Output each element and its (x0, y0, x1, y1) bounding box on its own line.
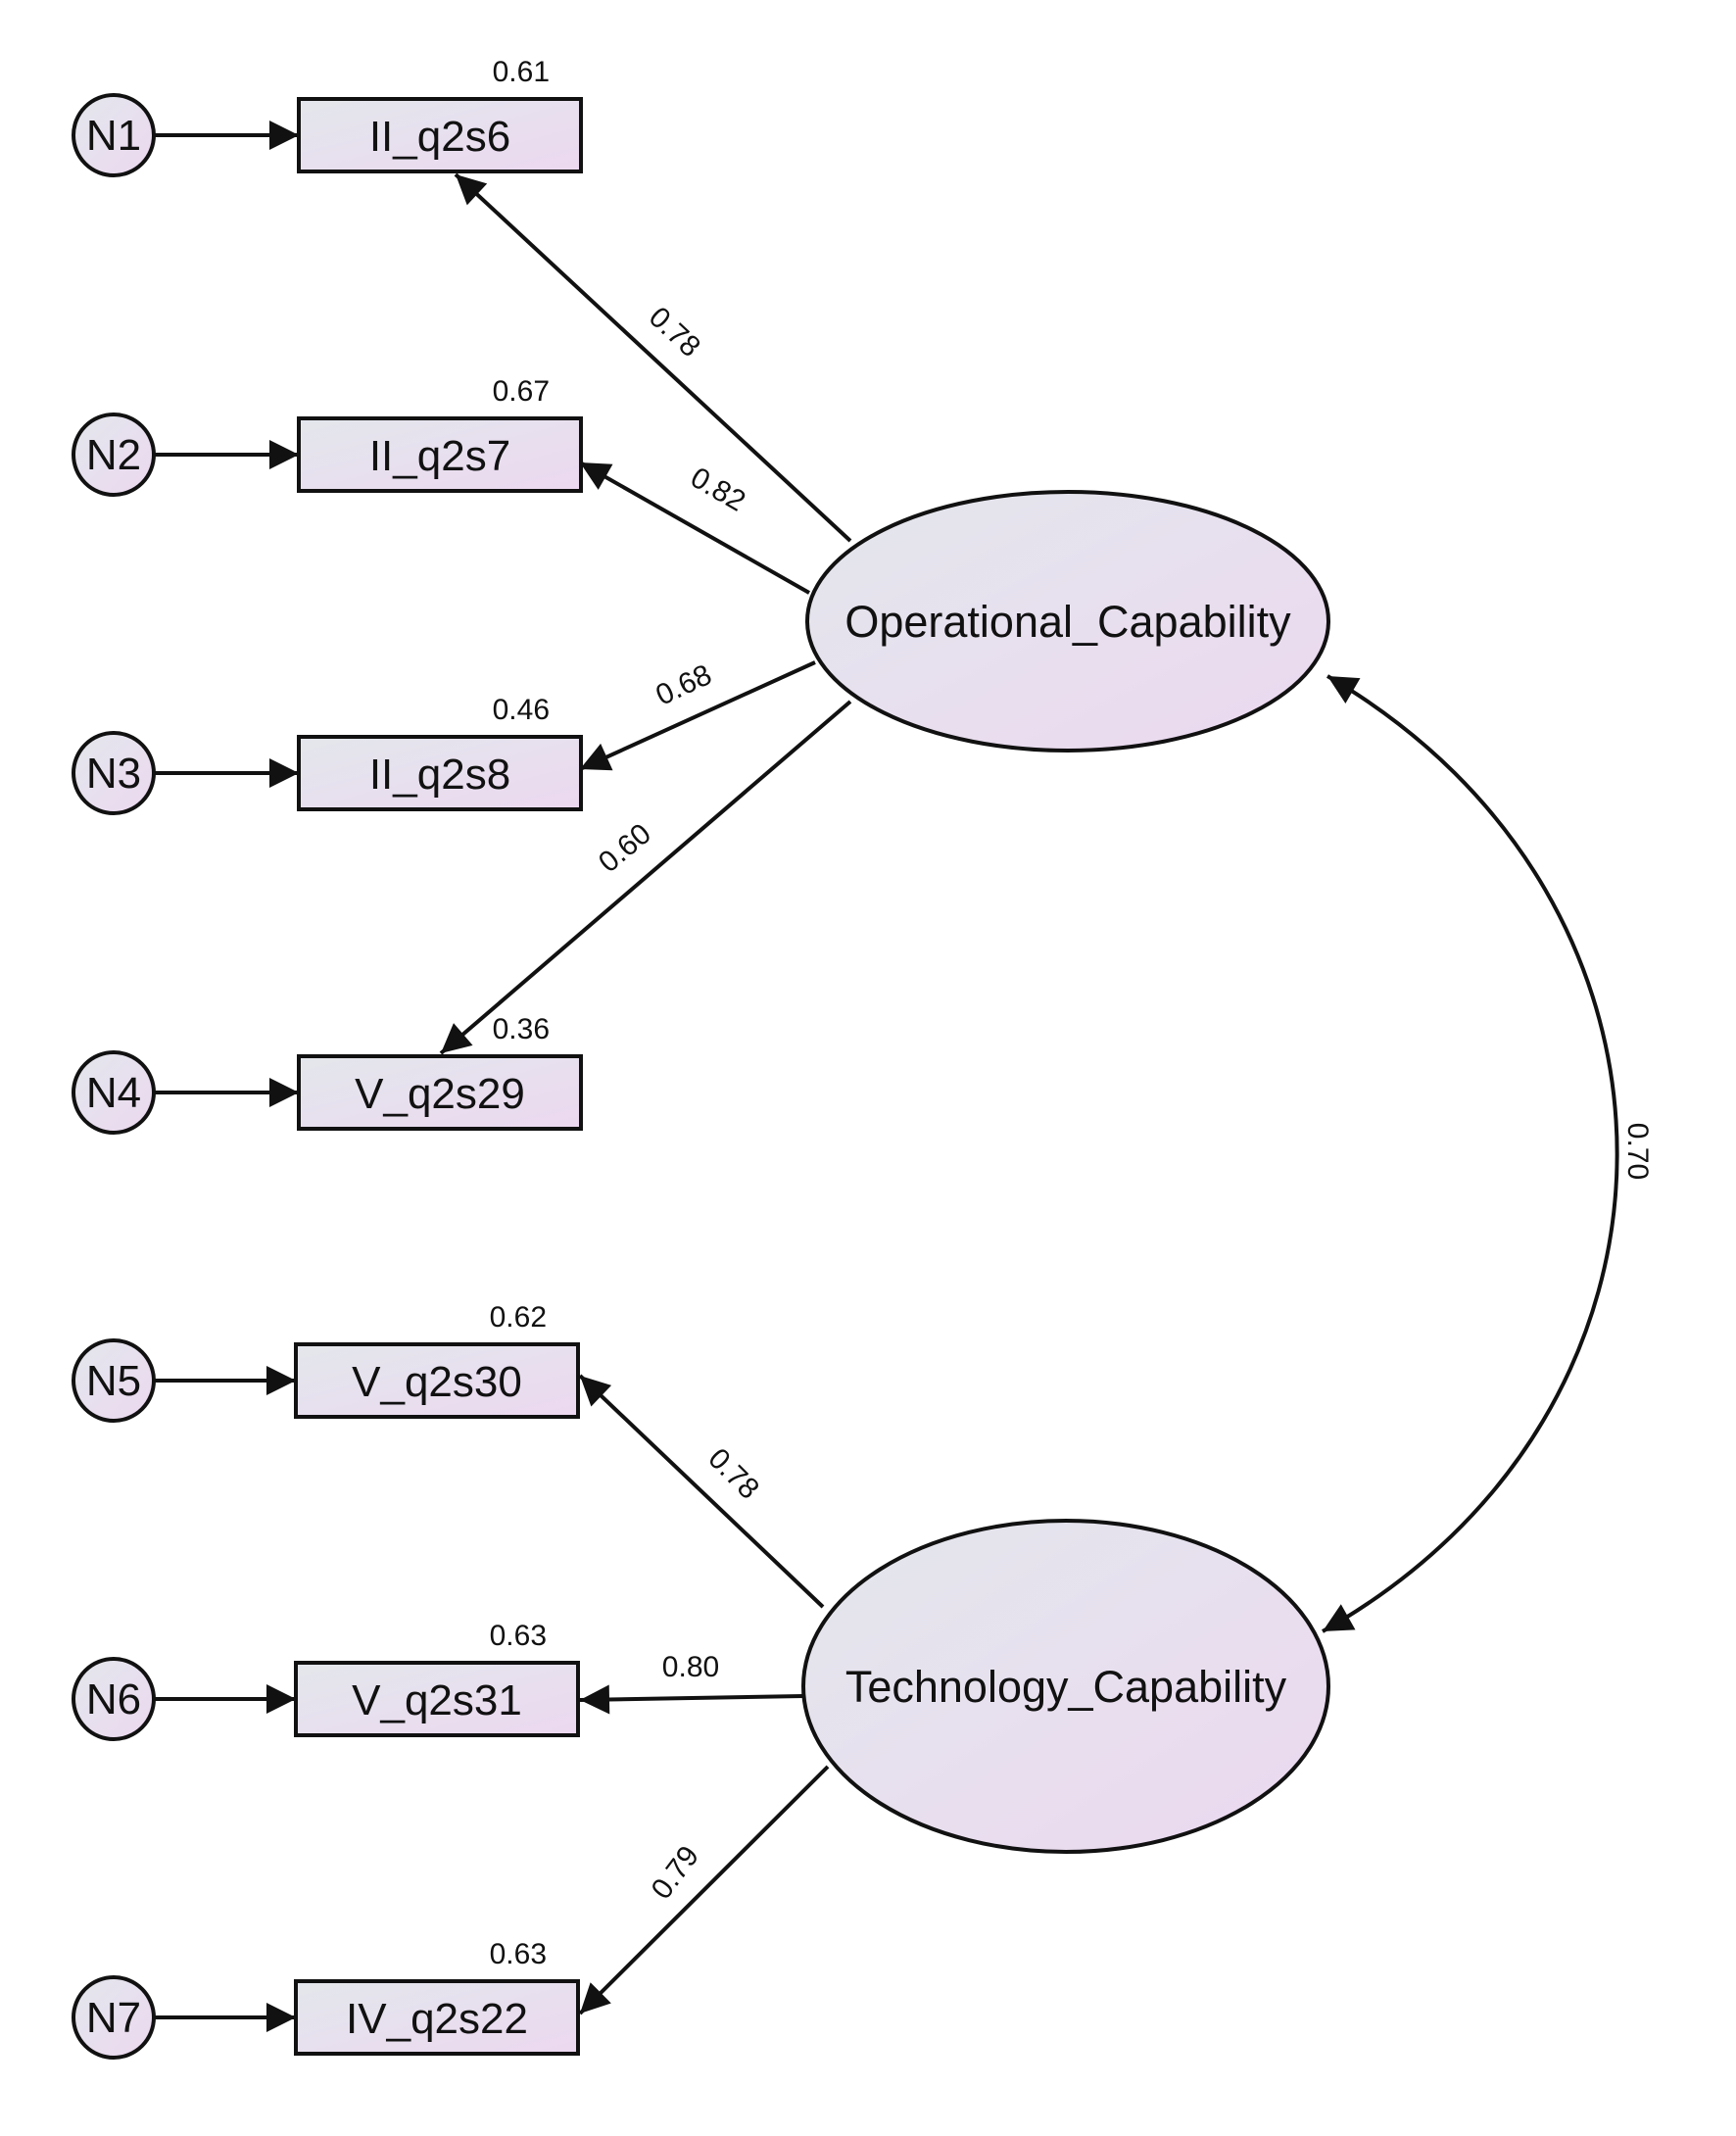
observed-variable: II_q2s6 (297, 97, 583, 173)
loading-arrow (579, 660, 816, 771)
latent-variable: Technology_Capability (801, 1519, 1330, 1854)
observed-variable: V_q2s31 (294, 1661, 580, 1737)
r-squared-label: 0.67 (493, 375, 550, 408)
error-circle (72, 1975, 156, 2060)
observed-label: IV_q2s22 (346, 1995, 528, 2043)
latent-label: Operational_Capability (844, 597, 1291, 647)
r-squared-label: 0.63 (490, 1620, 547, 1652)
loading-arrow (578, 1765, 830, 2015)
error-circle (72, 1338, 156, 1423)
observed-box (294, 1661, 580, 1737)
error-node: N1 (72, 93, 156, 177)
observed-label: II_q2s7 (369, 432, 510, 480)
loading-coefficient: 0.60 (593, 817, 657, 879)
observed-variable: II_q2s8 (297, 735, 583, 811)
observed-label: V_q2s31 (352, 1676, 522, 1724)
observed-box (294, 1979, 580, 2056)
observed-label: V_q2s29 (355, 1070, 525, 1118)
r-squared-label: 0.46 (493, 694, 550, 726)
observed-box (297, 1054, 583, 1131)
loading-arrow (454, 172, 852, 543)
error-label: N1 (86, 112, 141, 160)
observed-variable: V_q2s30 (294, 1342, 580, 1419)
error-node: N3 (72, 731, 156, 815)
latent-label: Technology_Capability (845, 1662, 1287, 1712)
error-circle (72, 1657, 156, 1741)
loading-coefficient: 0.68 (651, 658, 717, 712)
error-label: N5 (86, 1357, 141, 1405)
error-label: N3 (86, 750, 141, 798)
observed-box (294, 1342, 580, 1419)
r-squared-label: 0.61 (493, 56, 550, 88)
error-label: N6 (86, 1675, 141, 1723)
observed-variable: V_q2s29 (297, 1054, 583, 1131)
error-node: N7 (72, 1975, 156, 2060)
r-squared-label: 0.63 (490, 1938, 547, 1970)
loading-coefficient: 0.78 (701, 1442, 765, 1506)
loading-arrow (579, 1684, 804, 1715)
latent-variable: Operational_Capability (805, 490, 1330, 752)
observed-box (297, 735, 583, 811)
r-squared-label: 0.62 (490, 1301, 547, 1334)
error-node: N6 (72, 1657, 156, 1741)
edges-layer (154, 121, 1619, 2032)
error-label: N4 (86, 1069, 141, 1117)
error-circle (72, 93, 156, 177)
loading-arrow (439, 700, 852, 1055)
error-node: N5 (72, 1338, 156, 1423)
latent-ellipse (805, 490, 1330, 752)
loading-coefficient: 0.82 (685, 461, 750, 518)
observed-variable: II_q2s7 (297, 416, 583, 493)
covariance-arrow (1322, 674, 1619, 1633)
error-circle (72, 413, 156, 497)
observed-label: II_q2s6 (369, 113, 510, 161)
covariance-coefficient: 0.70 (1621, 1123, 1654, 1180)
error-label: N7 (86, 1994, 141, 2042)
loading-arrow (579, 461, 810, 595)
observed-label: V_q2s30 (352, 1358, 522, 1406)
error-circle (72, 1050, 156, 1135)
observed-label: II_q2s8 (369, 751, 510, 799)
error-node: N2 (72, 413, 156, 497)
r-squared-label: 0.36 (493, 1013, 550, 1045)
error-circle (72, 731, 156, 815)
loading-arrow (578, 1374, 825, 1609)
observed-box (297, 416, 583, 493)
loading-coefficient: 0.78 (643, 301, 706, 364)
loading-coefficient: 0.80 (662, 1651, 719, 1683)
error-label: N2 (86, 431, 141, 479)
observed-box (297, 97, 583, 173)
error-node: N4 (72, 1050, 156, 1135)
latent-ellipse (801, 1519, 1330, 1854)
observed-variable: IV_q2s22 (294, 1979, 580, 2056)
